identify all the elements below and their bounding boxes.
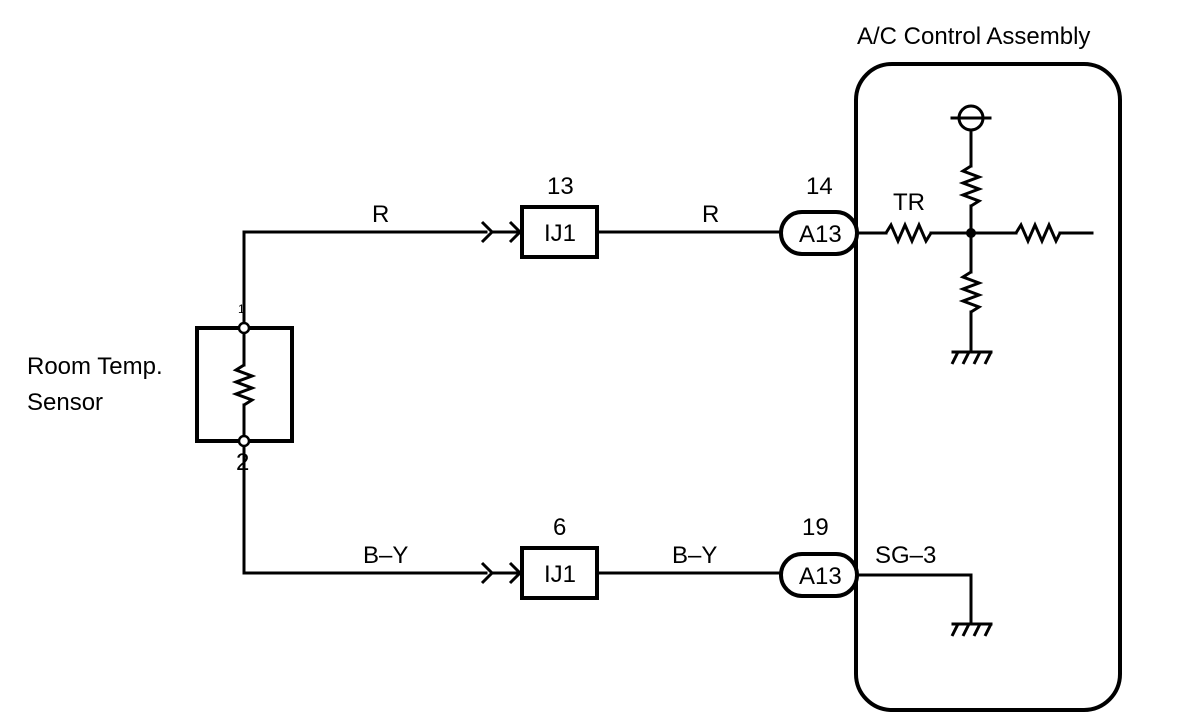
wire-r-label-right: R xyxy=(702,201,719,228)
wire-r-sensor-to-junction xyxy=(242,230,488,324)
junction-ij1-top xyxy=(520,205,599,259)
sensor-label-line1: Room Temp. xyxy=(27,353,163,380)
sensor-pin-1-label: 1 xyxy=(238,302,245,316)
connector-a13-top-label: A13 xyxy=(799,221,842,248)
junction-ij1-top-label: IJ1 xyxy=(544,220,576,247)
tr-output-resistor xyxy=(1014,221,1062,245)
connector-a13-bottom-label: A13 xyxy=(799,563,842,590)
sensor-pin-bottom xyxy=(237,434,251,448)
assembly-enclosure xyxy=(854,62,1122,712)
sg3-wire xyxy=(855,573,973,626)
terminal-tr-label: TR xyxy=(893,189,925,216)
pullup-resistor xyxy=(958,164,984,208)
wire-by-sensor-to-junction xyxy=(242,445,488,575)
junction-ij1-bottom-label: IJ1 xyxy=(544,561,576,588)
ground-icon xyxy=(950,350,993,365)
connector-bottom-pin: 19 xyxy=(802,514,829,541)
tr-series-resistor xyxy=(884,221,933,245)
assembly-title: A/C Control Assembly xyxy=(857,23,1090,50)
connector-top-pin: 14 xyxy=(806,173,833,200)
junction-top-pin: 13 xyxy=(547,173,574,200)
terminal-sg3-label: SG–3 xyxy=(875,542,936,569)
ground-icon xyxy=(950,622,993,637)
wire-by-label-left: B–Y xyxy=(363,542,408,569)
sensor-pin-top xyxy=(237,321,251,335)
sensor-label-line2: Sensor xyxy=(27,389,103,416)
sensor-resistor xyxy=(231,363,257,407)
pulldown-resistor xyxy=(958,270,984,314)
wire-by-label-right: B–Y xyxy=(672,542,717,569)
wire-r-label-left: R xyxy=(372,201,389,228)
junction-bottom-pin: 6 xyxy=(553,514,566,541)
